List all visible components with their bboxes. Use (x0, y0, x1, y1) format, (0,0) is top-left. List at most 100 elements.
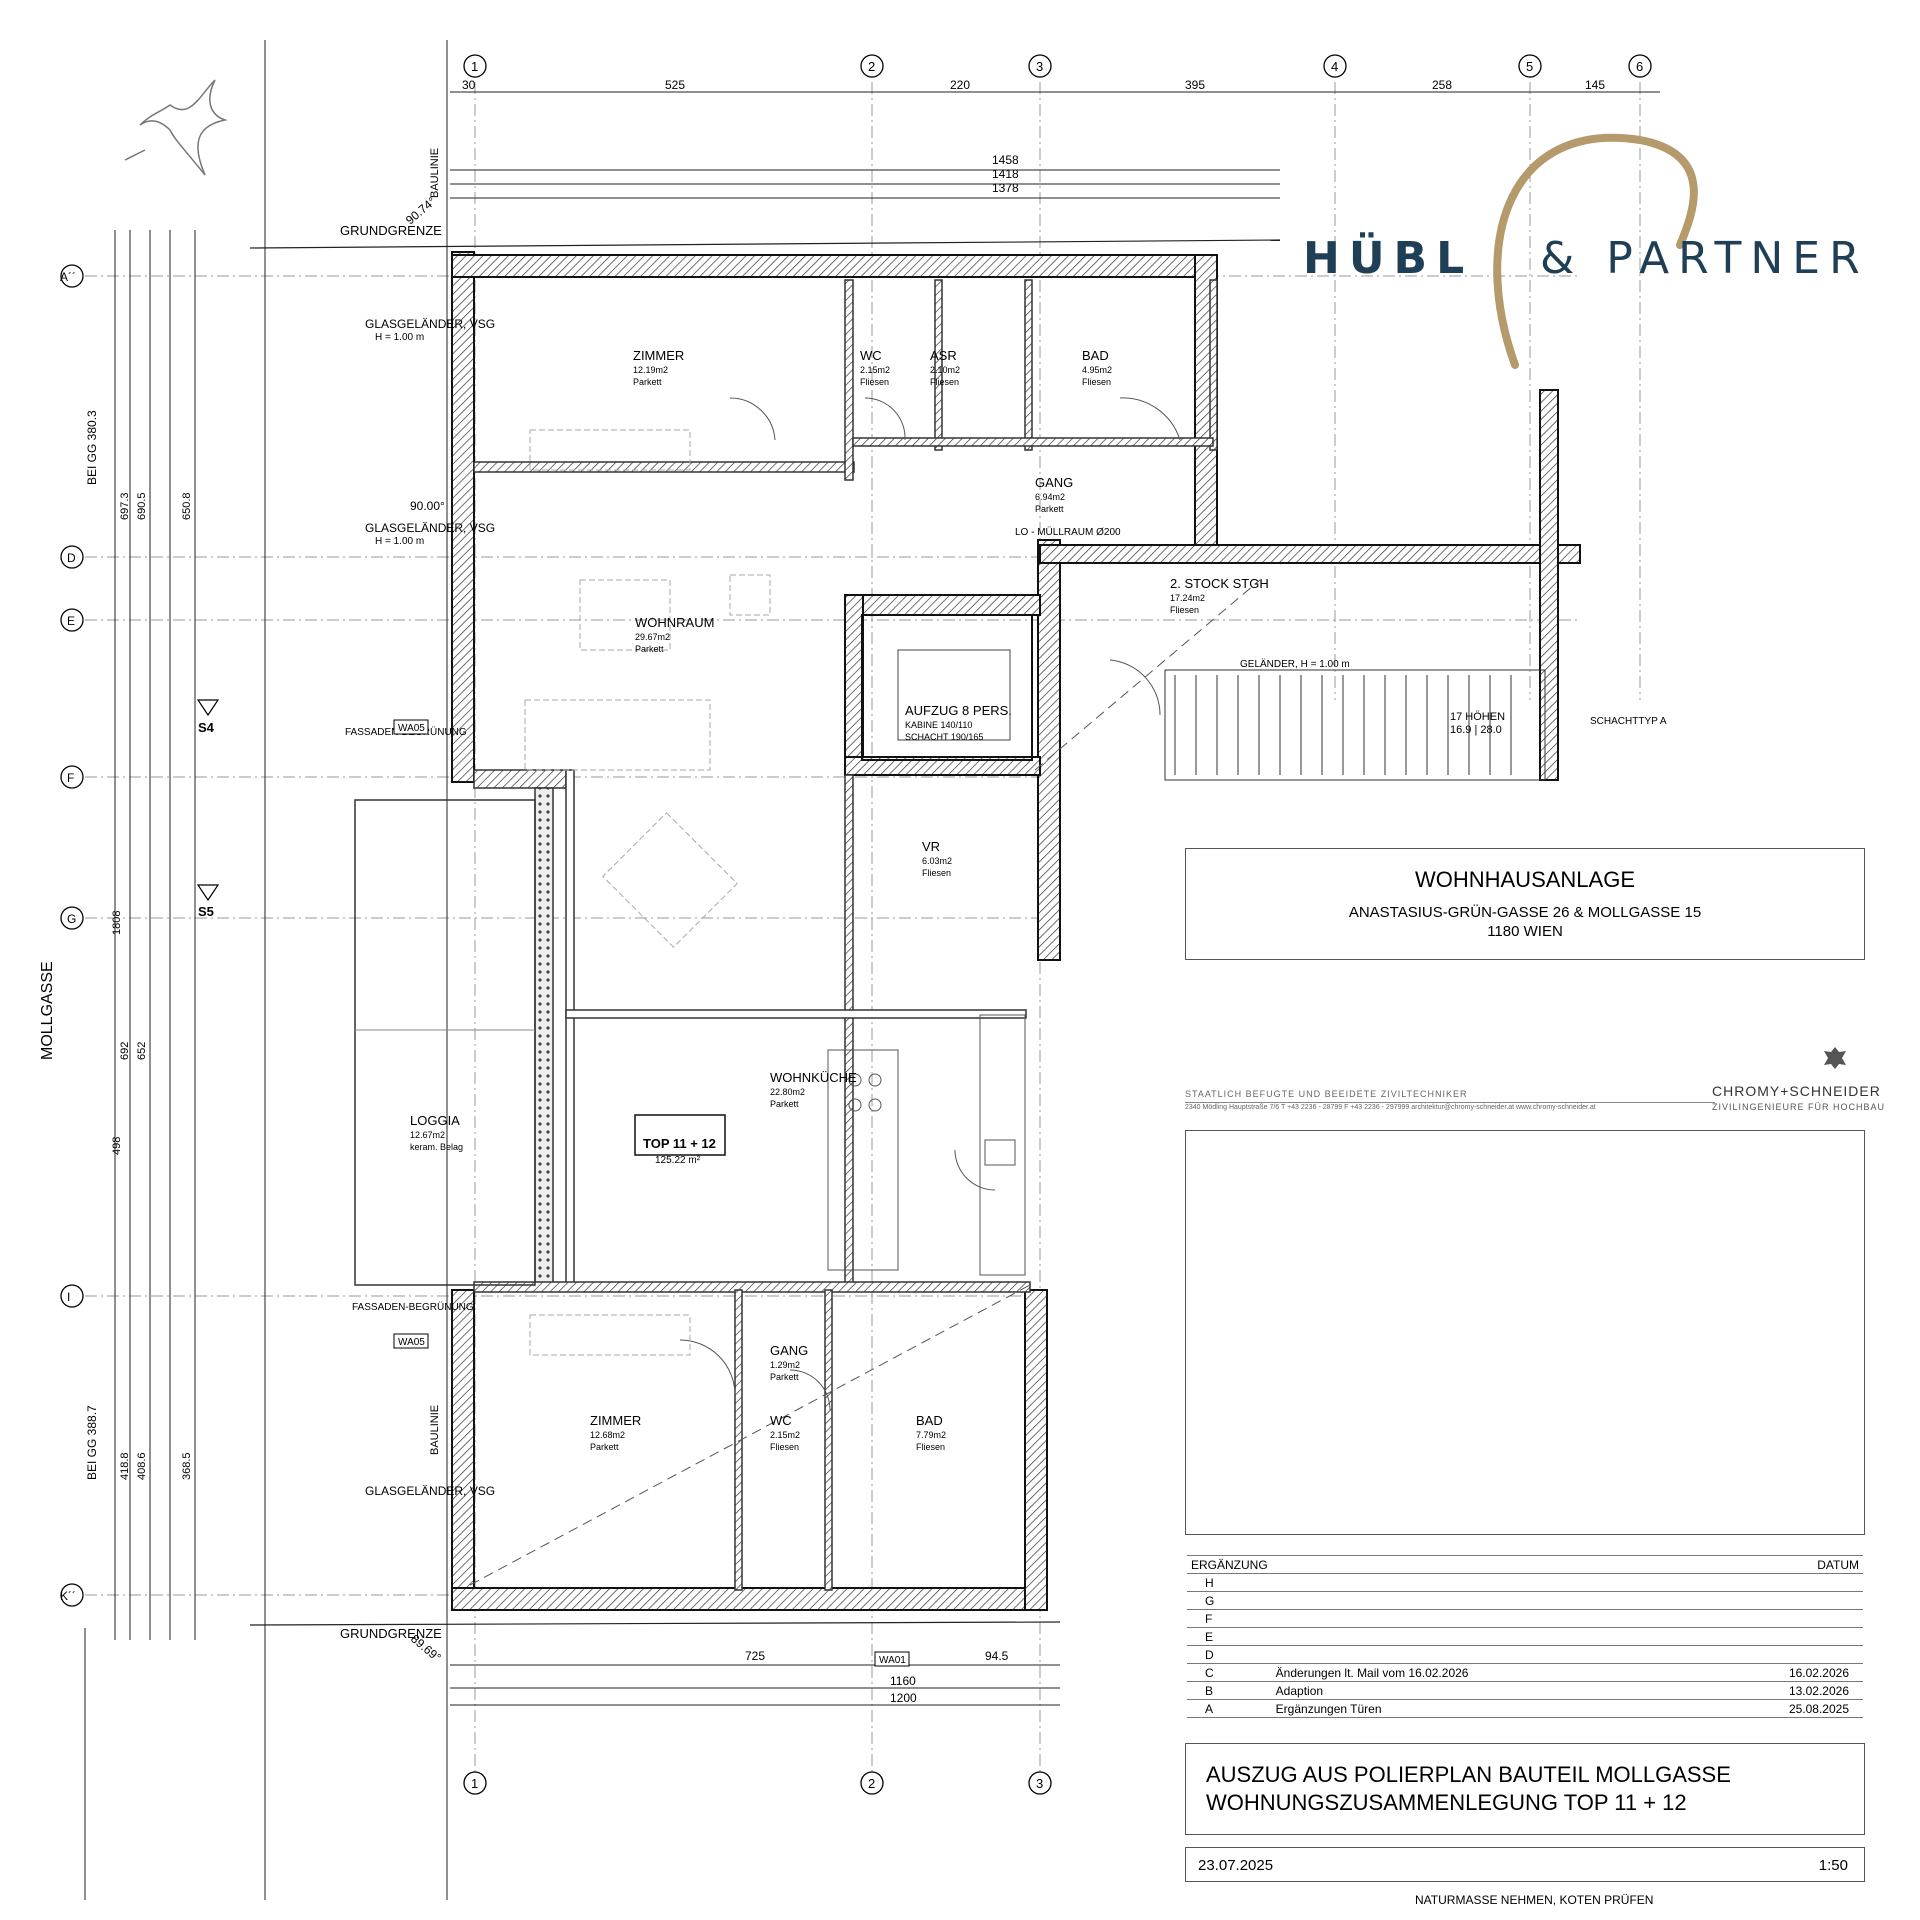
room-floor: Parkett (770, 1372, 799, 1382)
axis-bubble (1628, 54, 1652, 78)
stair-steps-label: 17 HÖHEN (1450, 711, 1505, 723)
axis-number: 1 (471, 59, 478, 74)
brand-logo-text: HÜBL (1303, 233, 1473, 284)
dimension-left: 1808 (111, 911, 123, 935)
dimension-overall: 1458 (992, 153, 1019, 167)
room-area: 6.03m2 (922, 856, 952, 866)
dimension-left: 650.8 (181, 492, 193, 520)
room-area: 2.15m2 (770, 1430, 800, 1440)
left-dimension-lines (84, 230, 196, 1900)
glass-railing-label-1: GLASGELÄNDER, VSG (365, 317, 495, 331)
wa05-tag-1 (393, 719, 429, 735)
revision-letter: F (1187, 1609, 1272, 1628)
room-floor: Fliesen (1170, 605, 1199, 615)
axis-bubble (860, 54, 884, 78)
engineer-info: STAATLICH BEFUGTE UND BEEIDETE ZIVILTECH… (1185, 1085, 1865, 1115)
axis-bubble (60, 906, 84, 930)
revision-letter: B (1187, 1681, 1272, 1700)
room-name: 2. STOCK STGH (1170, 576, 1269, 591)
revision-letter: A (1187, 1699, 1272, 1718)
dimension-top: 220 (950, 78, 970, 92)
room-area: 6.94m2 (1035, 492, 1065, 502)
facade-greening-label-2: FASSADEN-BEGRÜNUNG (352, 1301, 474, 1313)
room-name: ZIMMER (633, 348, 684, 363)
compass-bird-icon (124, 79, 228, 176)
stair-steps-sub: 16.9 | 28.0 (1450, 724, 1502, 736)
engineer-line1: STAATLICH BEFUGTE UND BEEIDETE ZIVILTECH… (1185, 1089, 1468, 1099)
shaft-type-label: SCHACHTTYP A (1590, 716, 1667, 727)
axis-number: 6 (1636, 59, 1643, 74)
room-floor: Parkett (590, 1442, 619, 1452)
room-name: LOGGIA (410, 1113, 460, 1128)
dimension-bottom: 725 (745, 1649, 765, 1663)
revision-row: H (1187, 1573, 1863, 1592)
refuse-room-label: LO - MÜLLRAUM Ø200 (1015, 526, 1121, 538)
living-room-furniture (524, 429, 771, 1356)
door-swings (679, 397, 1181, 1411)
room-area: 12.19m2 (633, 365, 668, 375)
elevator-shaft (861, 614, 1033, 761)
bei-gg-label-2: BEI GG 388.7 (85, 1405, 99, 1480)
engineer-sub: ZIVILINGENIEURE FÜR HOCHBAU (1712, 1102, 1886, 1112)
revision-desc: Adaption (1271, 1681, 1698, 1700)
dimension-top: 395 (1185, 78, 1205, 92)
room-name: GANG (770, 1343, 808, 1358)
plan-meta-box: 23.07.2025 1:50 (1185, 1847, 1865, 1882)
plan-note: NATURMASSE NEHMEN, KOTEN PRÜFEN (1415, 1893, 1654, 1907)
unit-area: 125.22 m² (655, 1155, 701, 1166)
section-lines (469, 579, 1261, 1586)
revision-date (1697, 1627, 1863, 1646)
room-name: ZIMMER (590, 1413, 641, 1428)
axis-bubble (1028, 1771, 1052, 1795)
brand-name: HÜBL (1303, 233, 1474, 284)
room-area: 2.15m2 (860, 365, 890, 375)
axis-bubble (1028, 54, 1052, 78)
room-name: WC (860, 348, 882, 363)
revision-desc: Änderungen lt. Mail vom 16.02.2026 (1271, 1663, 1698, 1682)
engineer-line2: 2340 Mödling Hauptstraße 7/6 T +43 2236 … (1185, 1104, 1596, 1111)
project-title: WOHNHAUSANLAGE (1414, 867, 1636, 892)
wa05-label-2: WA05 (398, 1337, 425, 1348)
kitchen-elements (634, 1014, 1026, 1276)
room-name: WOHNRAUM (635, 615, 714, 630)
baulinie-label: BAULINIE (429, 148, 441, 198)
revision-letter: E (1187, 1627, 1272, 1646)
axis-bubble (860, 1771, 884, 1795)
room-floor: Parkett (1035, 504, 1064, 514)
axis-letter: K´´ (60, 1589, 76, 1603)
revision-date (1697, 1573, 1863, 1592)
revision-letter: H (1187, 1573, 1272, 1592)
room-area: KABINE 140/110 (905, 720, 972, 730)
room-area: 7.79m2 (916, 1430, 946, 1440)
axis-letter: I (67, 1290, 70, 1304)
revision-row: F (1187, 1609, 1863, 1628)
bei-gg-label-1: BEI GG 380.3 (85, 410, 99, 485)
axis-bubble (60, 545, 84, 569)
room-floor: Fliesen (1082, 377, 1111, 387)
glass-railing-label-2: GLASGELÄNDER, VSG (365, 521, 495, 535)
brand-partner: & PARTNER (1540, 233, 1869, 284)
axis-bubble (60, 608, 84, 632)
project-info-box: WOHNHAUSANLAGE ANASTASIUS-GRÜN-GASSE 26 … (1185, 848, 1865, 960)
room-floor: Parkett (635, 644, 664, 654)
section-arrow-s5 (196, 884, 220, 902)
dimension-bottom: 1160 (890, 1674, 916, 1688)
room-area: 22.80m2 (770, 1087, 805, 1097)
room-area: 12.68m2 (590, 1430, 625, 1440)
revision-desc (1271, 1591, 1698, 1610)
dimension-top: 30 (462, 78, 476, 92)
unit-label: TOP 11 + 12 (643, 1136, 716, 1151)
dimension-top: 258 (1432, 78, 1452, 92)
revision-desc (1271, 1609, 1698, 1628)
plan-title-2: WOHNUNGSZUSAMMENLEGUNG TOP 11 + 12 (1206, 1790, 1687, 1815)
dimension-left: 368.5 (181, 1452, 193, 1480)
plan-date: 23.07.2025 (1198, 1857, 1274, 1874)
dimension-bottom: 94.5 (985, 1649, 1009, 1663)
axis-bubble (60, 765, 84, 789)
revision-letter: G (1187, 1591, 1272, 1610)
axis-bubble (463, 1771, 487, 1795)
